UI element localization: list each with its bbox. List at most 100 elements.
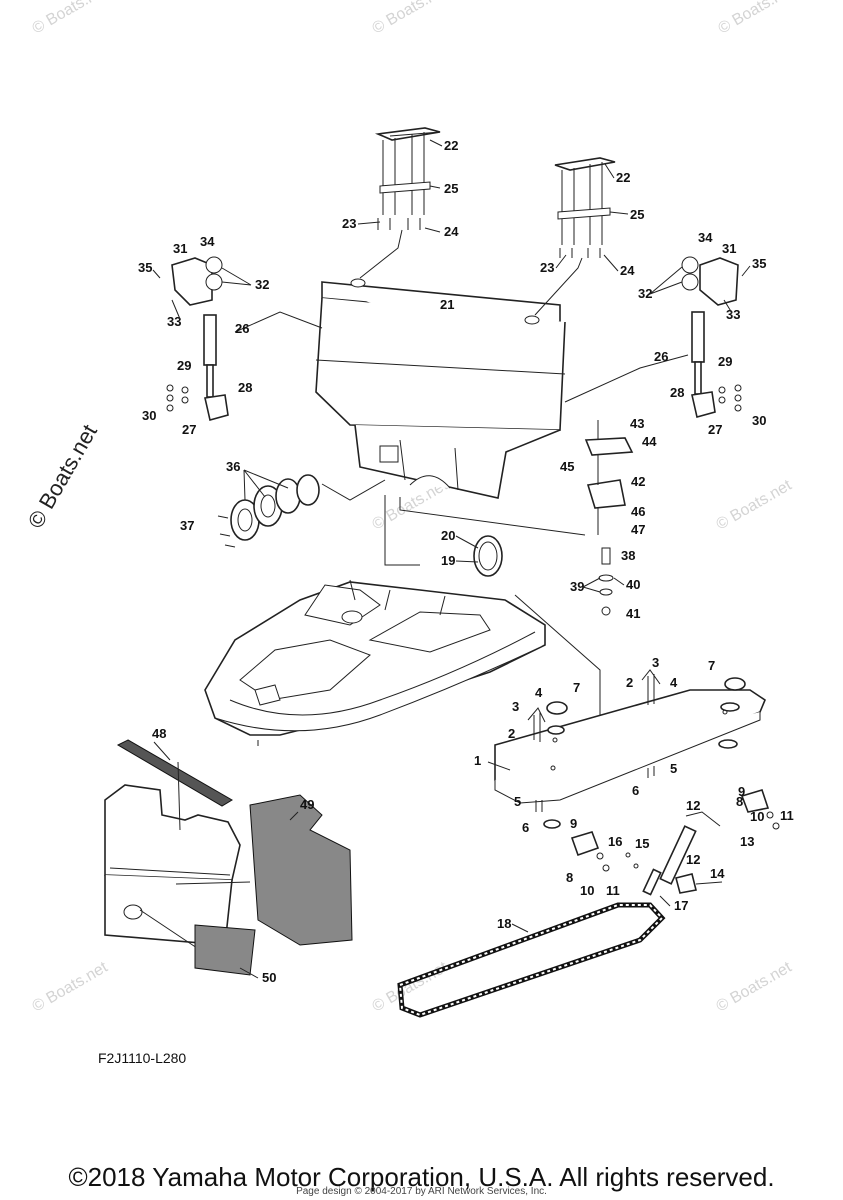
part-label-35: 35 (752, 256, 766, 271)
part-label-40: 40 (626, 577, 640, 592)
watermark: © Boats.net (30, 0, 112, 37)
part-label-29: 29 (718, 354, 732, 369)
part-label-5: 5 (670, 761, 677, 776)
part-label-12: 12 (686, 798, 700, 813)
latch-assembly (399, 420, 634, 616)
part-label-37: 37 (180, 518, 194, 533)
part-label-24: 24 (620, 263, 635, 278)
watermark: © Boats.net (716, 0, 798, 37)
part-label-2: 2 (626, 675, 633, 690)
hatch-hinges-8-11 (570, 789, 780, 872)
part-label-18: 18 (497, 916, 511, 931)
part-label-26: 26 (654, 349, 668, 364)
part-label-14: 14 (710, 866, 725, 881)
part-label-31: 31 (173, 241, 187, 256)
part-label-17: 17 (674, 898, 688, 913)
part-label-31: 31 (722, 241, 736, 256)
gas-strut-left (166, 256, 323, 421)
watermark-large: © Boats.net (23, 420, 102, 532)
part-label-7: 7 (708, 658, 715, 673)
part-label-33: 33 (167, 314, 181, 329)
part-label-11: 11 (780, 808, 794, 823)
watermark: © Boats.net (30, 959, 112, 1016)
part-label-23: 23 (540, 260, 554, 275)
part-label-8: 8 (566, 870, 573, 885)
part-label-20: 20 (441, 528, 455, 543)
part-label-39: 39 (570, 579, 584, 594)
part-label-7: 7 (573, 680, 580, 695)
part-label-36: 36 (226, 459, 240, 474)
part-label-23: 23 (342, 216, 356, 231)
part-label-25: 25 (444, 181, 458, 196)
part-label-42: 42 (631, 474, 645, 489)
part-label-3: 3 (512, 699, 519, 714)
part-label-27: 27 (708, 422, 722, 437)
leader-line (514, 594, 601, 722)
part-label-4: 4 (670, 675, 678, 690)
part-label-10: 10 (580, 883, 594, 898)
part-label-4: 4 (535, 685, 543, 700)
part-label-41: 41 (626, 606, 640, 621)
part-label-34: 34 (200, 234, 215, 249)
hinge-set-right (534, 157, 616, 316)
part-label-32: 32 (638, 286, 652, 301)
part-label-28: 28 (238, 380, 252, 395)
part-label-47: 47 (631, 522, 645, 537)
diagram-code: F2J1110-L280 (98, 1050, 187, 1066)
part-labels: 22 25 23 24 22 25 23 24 21 31 34 35 32 3… (138, 138, 794, 985)
part-label-2: 2 (508, 726, 515, 741)
leader-line (384, 495, 420, 566)
watermark: © Boats.net (370, 0, 452, 37)
part-label-50: 50 (262, 970, 276, 985)
part-label-10: 10 (750, 809, 764, 824)
part-label-29: 29 (177, 358, 191, 373)
part-label-24: 24 (444, 224, 459, 239)
hinge-set-left (359, 127, 441, 279)
floor-hatch-1 (494, 669, 766, 829)
part-label-1: 1 (474, 753, 481, 768)
part-label-12: 12 (686, 852, 700, 867)
part-label-44: 44 (642, 434, 657, 449)
part-label-22: 22 (444, 138, 458, 153)
cover-ring-19-20 (473, 535, 503, 577)
part-label-19: 19 (441, 553, 455, 568)
part-label-9: 9 (738, 784, 745, 799)
label-leaders (152, 139, 751, 979)
boat-illustration (204, 579, 546, 746)
part-label-6: 6 (632, 783, 639, 798)
part-label-45: 45 (560, 459, 574, 474)
part-label-3: 3 (652, 655, 659, 670)
copyright-notice: ©2018 Yamaha Motor Corporation, U.S.A. A… (68, 1162, 775, 1192)
part-label-35: 35 (138, 260, 152, 275)
watermark: © Boats.net (714, 477, 796, 534)
part-label-25: 25 (630, 207, 644, 222)
part-label-46: 46 (631, 504, 645, 519)
hatch-strut-17 (625, 811, 721, 896)
part-label-43: 43 (630, 416, 644, 431)
part-label-9: 9 (570, 816, 577, 831)
part-label-11: 11 (606, 883, 620, 898)
part-label-26: 26 (235, 321, 249, 336)
part-label-28: 28 (670, 385, 684, 400)
speaker-rings-36 (217, 474, 386, 548)
watermark: © Boats.net (714, 959, 796, 1016)
part-label-30: 30 (142, 408, 156, 423)
part-label-15: 15 (635, 836, 649, 851)
part-label-48: 48 (152, 726, 166, 741)
part-label-8: 8 (736, 794, 743, 809)
part-label-5: 5 (514, 794, 521, 809)
part-label-21: 21 (440, 297, 454, 312)
seal-18 (397, 902, 666, 1018)
part-label-38: 38 (621, 548, 635, 563)
part-label-16: 16 (608, 834, 622, 849)
part-label-6: 6 (522, 820, 529, 835)
storage-lid-21 (315, 278, 566, 499)
part-label-13: 13 (740, 834, 754, 849)
page-design-credit: Page design © 2004-2017 by ARI Network S… (296, 1186, 547, 1197)
part-label-27: 27 (182, 422, 196, 437)
gas-strut-right (564, 256, 742, 418)
part-label-30: 30 (752, 413, 766, 428)
part-label-22: 22 (616, 170, 630, 185)
part-label-34: 34 (698, 230, 713, 245)
